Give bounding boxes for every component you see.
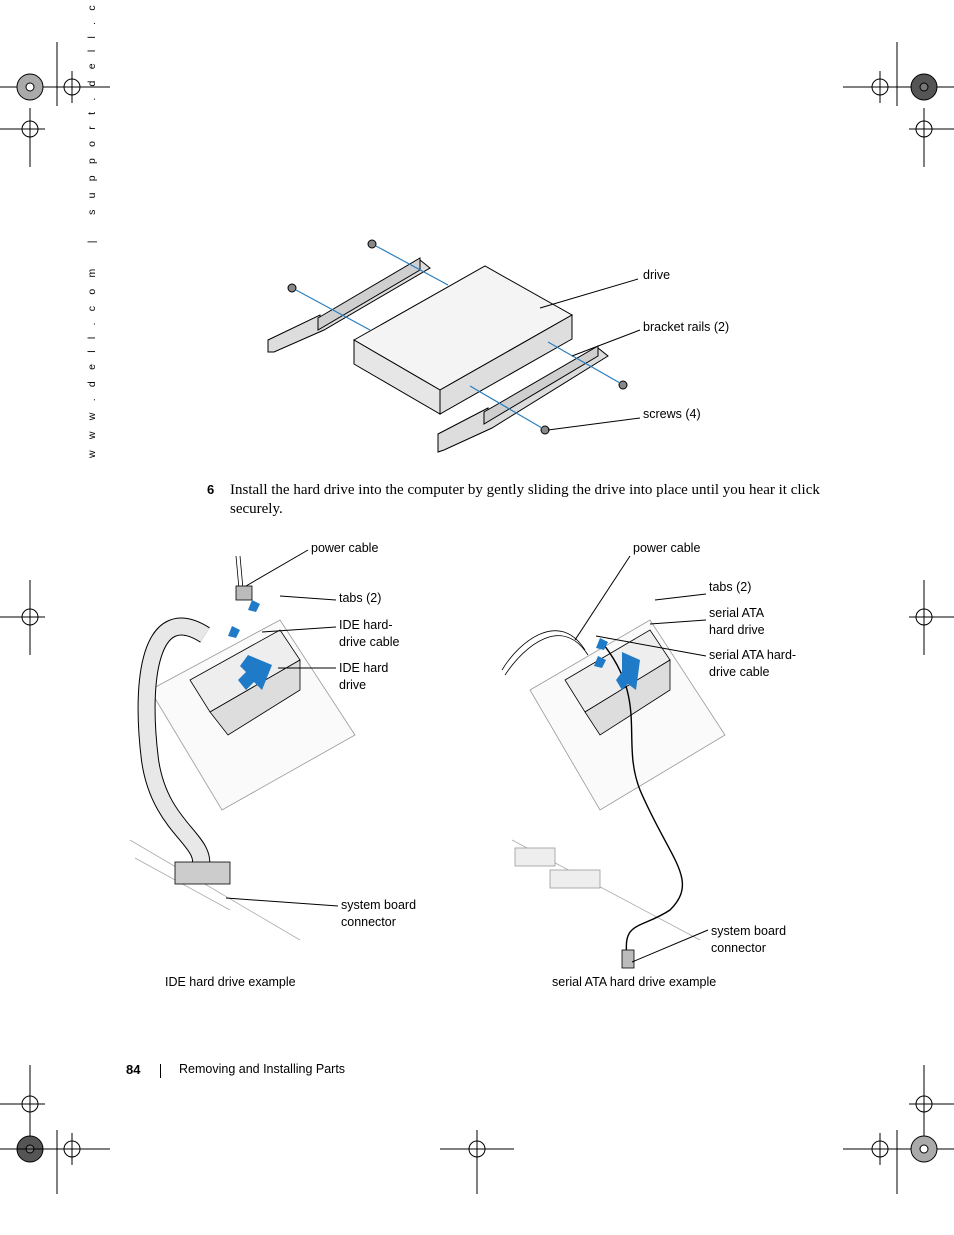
ide-leader-lines [225,549,339,907]
sata-label-system-board: system board connector [711,924,787,955]
sata-label-tabs: tabs (2) [709,580,752,594]
label-screws: screws (4) [643,407,701,421]
fig1-leader-lines [539,278,641,431]
ide-label-cable: IDE hard- drive cable [339,618,400,649]
ide-label-drive: IDE hard drive [339,661,389,692]
sata-label-drive: serial ATA hard drive [709,606,765,637]
ide-caption: IDE hard drive example [165,975,296,989]
sata-label-power-cable: power cable [633,541,701,555]
sata-leader-lines [574,555,709,963]
ide-label-power-cable: power cable [311,541,379,555]
step-number: 6 [207,482,215,497]
footer-separator [160,1064,161,1078]
step-text: Install the hard drive into the computer… [230,482,820,517]
ide-label-system-board: system board connector [341,898,417,929]
sata-caption: serial ATA hard drive example [552,975,717,989]
registration-marks [0,42,954,1194]
drive-rails-illustration [267,239,628,453]
ide-blue-arrows [228,600,272,690]
ide-label-tabs: tabs (2) [339,591,382,605]
label-bracket-rails: bracket rails (2) [643,320,730,334]
page-number: 84 [126,1062,141,1077]
sata-label-cable: serial ATA hard- drive cable [709,648,797,679]
section-title: Removing and Installing Parts [179,1062,346,1076]
screw-guide-lines [295,245,621,429]
label-drive: drive [643,268,671,282]
sata-blue-arrows [594,638,640,690]
ide-illustration [129,555,356,941]
sata-illustration [501,619,726,969]
